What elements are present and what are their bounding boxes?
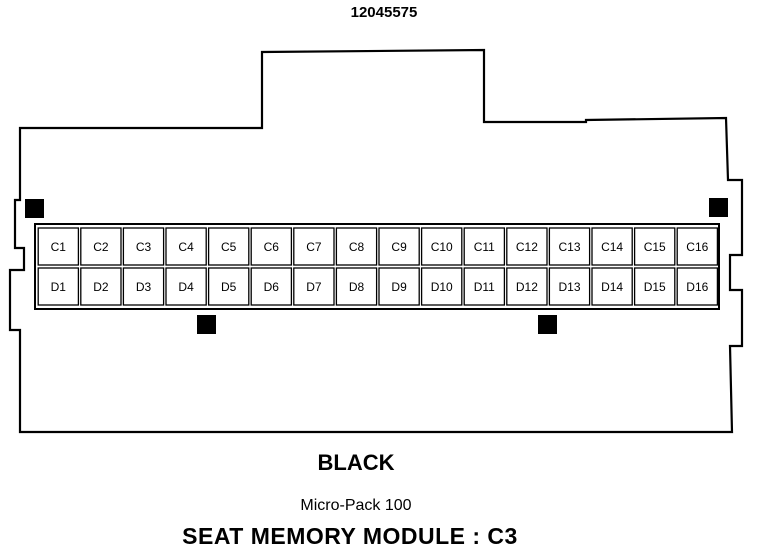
pin-cell-c12 [506, 227, 548, 266]
pin-label-d7: D7 [306, 280, 322, 294]
pin-cell-c15 [633, 227, 676, 266]
pin-label-d14: D14 [601, 280, 623, 294]
pin-cell-c11 [463, 227, 506, 266]
pin-label-c16: C16 [686, 240, 708, 254]
pin-cell-d8 [335, 267, 378, 306]
pin-label-d1: D1 [51, 280, 67, 294]
pin-cell-c14 [591, 227, 633, 266]
pin-label-d3: D3 [136, 280, 152, 294]
pin-block-frame [34, 223, 720, 310]
pin-label-c11: C11 [474, 240, 495, 254]
pin-cell-d5 [207, 267, 250, 306]
connector-housing-outline [8, 48, 744, 434]
pin-cell-d7 [293, 267, 335, 306]
pin-label-c3: C3 [136, 240, 152, 254]
pin-grid: C1 C2 C3 C4 C5 C6 C7 C8 C9 C10 C11 C12 C13 C14 C15 C16D… [37, 227, 719, 306]
alignment-key-top-right [709, 198, 728, 217]
pin-cell-d13 [548, 267, 591, 306]
pin-cell-c5 [207, 227, 250, 266]
connector-color-label: BLACK [317, 450, 395, 475]
pin-cell-c10 [420, 227, 463, 266]
pin-cell-c4 [165, 227, 207, 266]
pin-label-d4: D4 [178, 280, 194, 294]
pin-label-d15: D15 [644, 280, 666, 294]
pin-cell-d14 [591, 267, 633, 306]
pin-cell-d16 [676, 267, 719, 306]
pin-label-c4: C4 [178, 240, 194, 254]
pin-label-d10: D10 [431, 280, 453, 294]
pin-cell-d4 [165, 267, 207, 306]
pin-cell-d10 [420, 267, 463, 306]
pin-label-c9: C9 [391, 240, 407, 254]
pin-label-c1: C1 [51, 240, 67, 254]
pin-cell-d2 [80, 267, 122, 306]
pin-label-d6: D6 [264, 280, 280, 294]
pin-cell-d11 [463, 267, 506, 306]
pin-label-c15: C15 [644, 240, 666, 254]
pin-cell-c9 [378, 227, 420, 266]
pin-label-c13: C13 [558, 240, 580, 254]
pin-label-d12: D12 [516, 280, 538, 294]
pin-cell-c16 [676, 227, 719, 266]
pin-label-d13: D13 [558, 280, 580, 294]
pin-cell-c2 [80, 227, 122, 266]
part-number: 12045575 [350, 4, 418, 21]
module-title: SEAT MEMORY MODULE : C3 [182, 523, 518, 549]
pin-cell-c7 [293, 227, 335, 266]
pin-cell-d12 [506, 267, 548, 306]
connector-type-label: Micro-Pack 100 [300, 497, 412, 514]
pin-label-d9: D9 [391, 280, 407, 294]
pin-cell-d3 [122, 267, 165, 306]
pin-cell-c1 [37, 227, 80, 266]
pin-label-d8: D8 [349, 280, 365, 294]
pin-label-c14: C14 [601, 240, 623, 254]
pin-cell-d9 [378, 267, 420, 306]
pin-cell-d1 [37, 267, 80, 306]
pin-label-c10: C10 [431, 240, 453, 254]
pin-label-c5: C5 [221, 240, 237, 254]
pin-label-d5: D5 [221, 280, 237, 294]
pin-cell-d15 [633, 267, 676, 306]
alignment-key-top-left [25, 199, 44, 218]
pin-cell-c6 [250, 227, 293, 266]
pin-cell-c3 [122, 227, 165, 266]
alignment-key-bottom-left [197, 315, 216, 334]
pin-label-c7: C7 [306, 240, 322, 254]
pin-label-c2: C2 [93, 240, 109, 254]
pin-cell-c13 [548, 227, 591, 266]
pin-label-d2: D2 [93, 280, 109, 294]
pin-label-d16: D16 [686, 280, 708, 294]
pin-label-c12: C12 [516, 240, 538, 254]
pin-cell-c8 [335, 227, 378, 266]
pin-label-c8: C8 [349, 240, 365, 254]
alignment-key-bottom-right [538, 315, 557, 334]
pin-cell-d6 [250, 267, 293, 306]
pin-label-d11: D11 [474, 280, 495, 294]
pin-label-c6: C6 [264, 240, 280, 254]
